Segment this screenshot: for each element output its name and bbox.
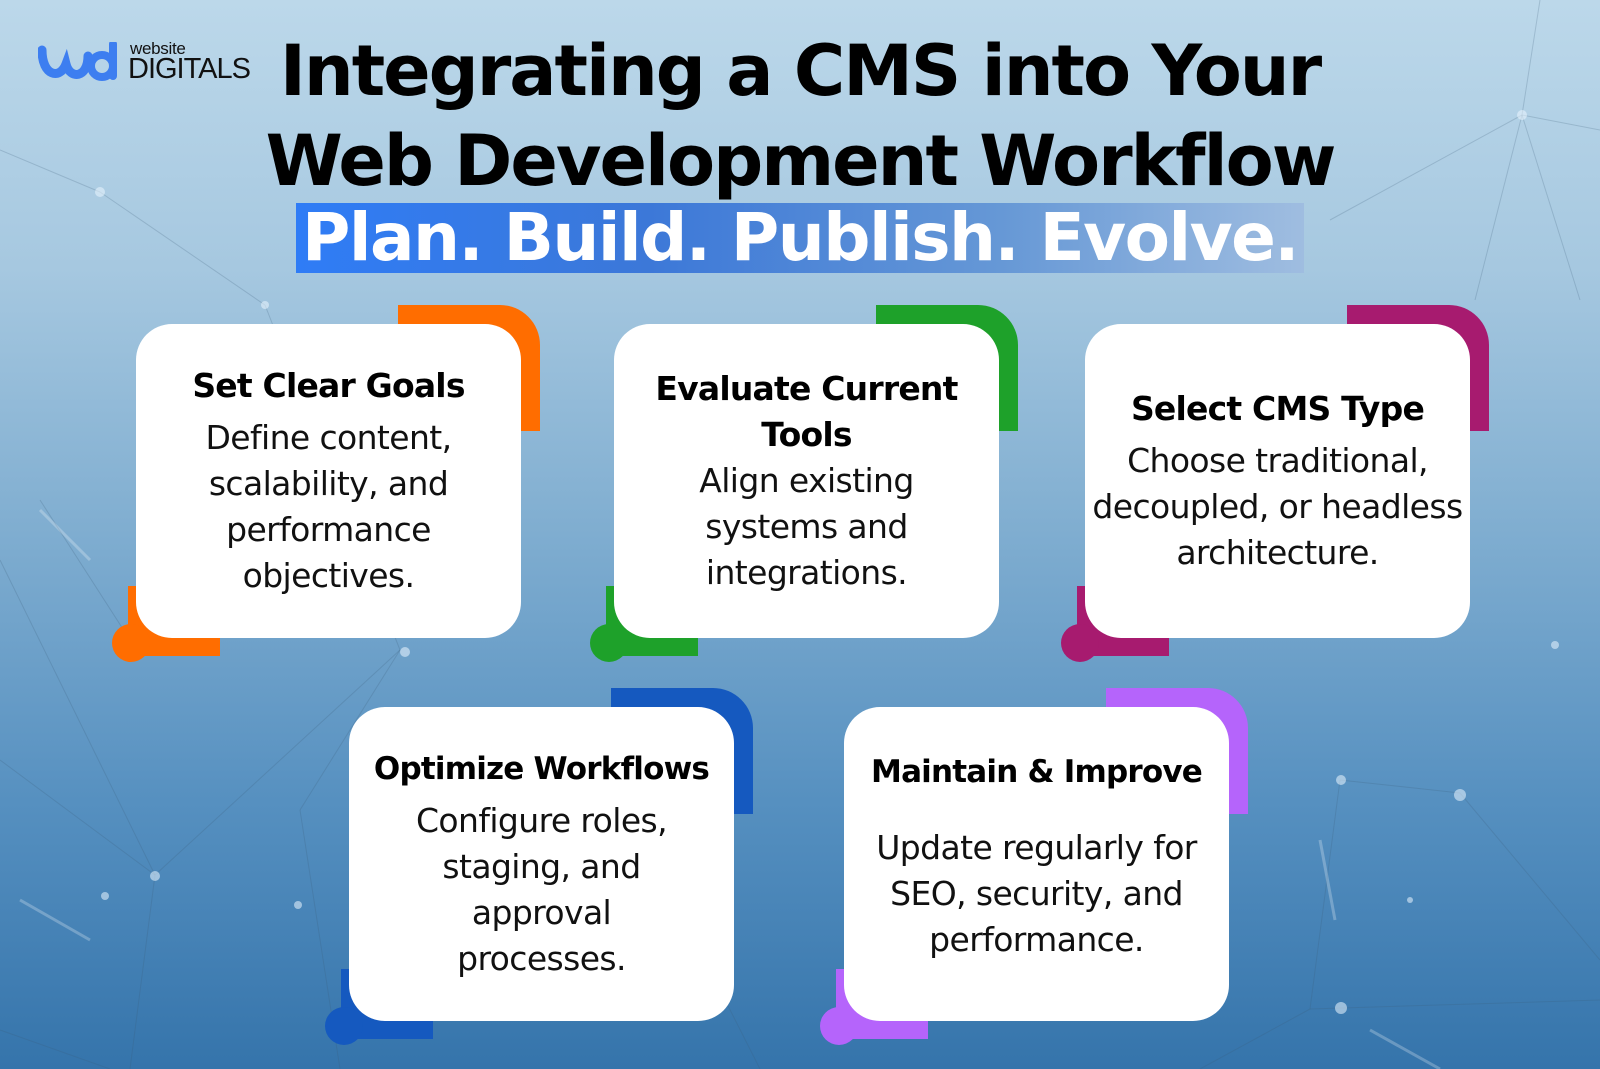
step-description: Align existing systems and integrations. — [699, 461, 914, 592]
corner-dot — [325, 1007, 363, 1045]
corner-dot — [590, 624, 628, 662]
step-title: Evaluate Current Tools — [655, 369, 958, 454]
corner-dot — [820, 1007, 858, 1045]
step-description: Choose traditional, decoupled, or headle… — [1092, 441, 1463, 572]
step-title: Select CMS Type — [1130, 389, 1425, 428]
step-card-evaluate-current-tools: Evaluate Current Tools Align existing sy… — [590, 305, 1018, 662]
step-title: Maintain & Improve — [871, 754, 1203, 790]
step-title: Optimize Workflows — [373, 751, 710, 787]
wd-logo-icon — [38, 42, 117, 81]
title-line-1: Integrating a CMS into Your — [279, 30, 1322, 112]
logo-brand-text: DIGITALS — [128, 53, 251, 85]
corner-dot — [112, 624, 150, 662]
title-line-2: Web Development Workflow — [265, 120, 1337, 202]
step-description: Define content, scalability, and perform… — [205, 418, 452, 595]
step-description: Update regularly for SEO, security, and … — [876, 828, 1197, 959]
step-card-optimize-workflows: Optimize Workflows Configure roles, stag… — [325, 688, 753, 1045]
brand-logo: website DIGITALS — [38, 39, 251, 85]
tagline-banner: Plan. Build. Publish. Evolve. — [296, 203, 1304, 273]
step-title: Set Clear Goals — [192, 366, 465, 405]
logo-tagline-text: website — [130, 39, 186, 58]
step-card-select-cms-type: Select CMS Type Choose traditional, deco… — [1061, 305, 1489, 662]
step-card-maintain-improve: Maintain & Improve Update regularly for … — [820, 688, 1248, 1045]
step-description: Configure roles, staging, and approval p… — [415, 801, 668, 978]
corner-dot — [1061, 624, 1099, 662]
page-title: Integrating a CMS into Your Web Developm… — [0, 26, 1600, 206]
step-card-set-clear-goals: Set Clear Goals Define content, scalabil… — [112, 305, 540, 662]
